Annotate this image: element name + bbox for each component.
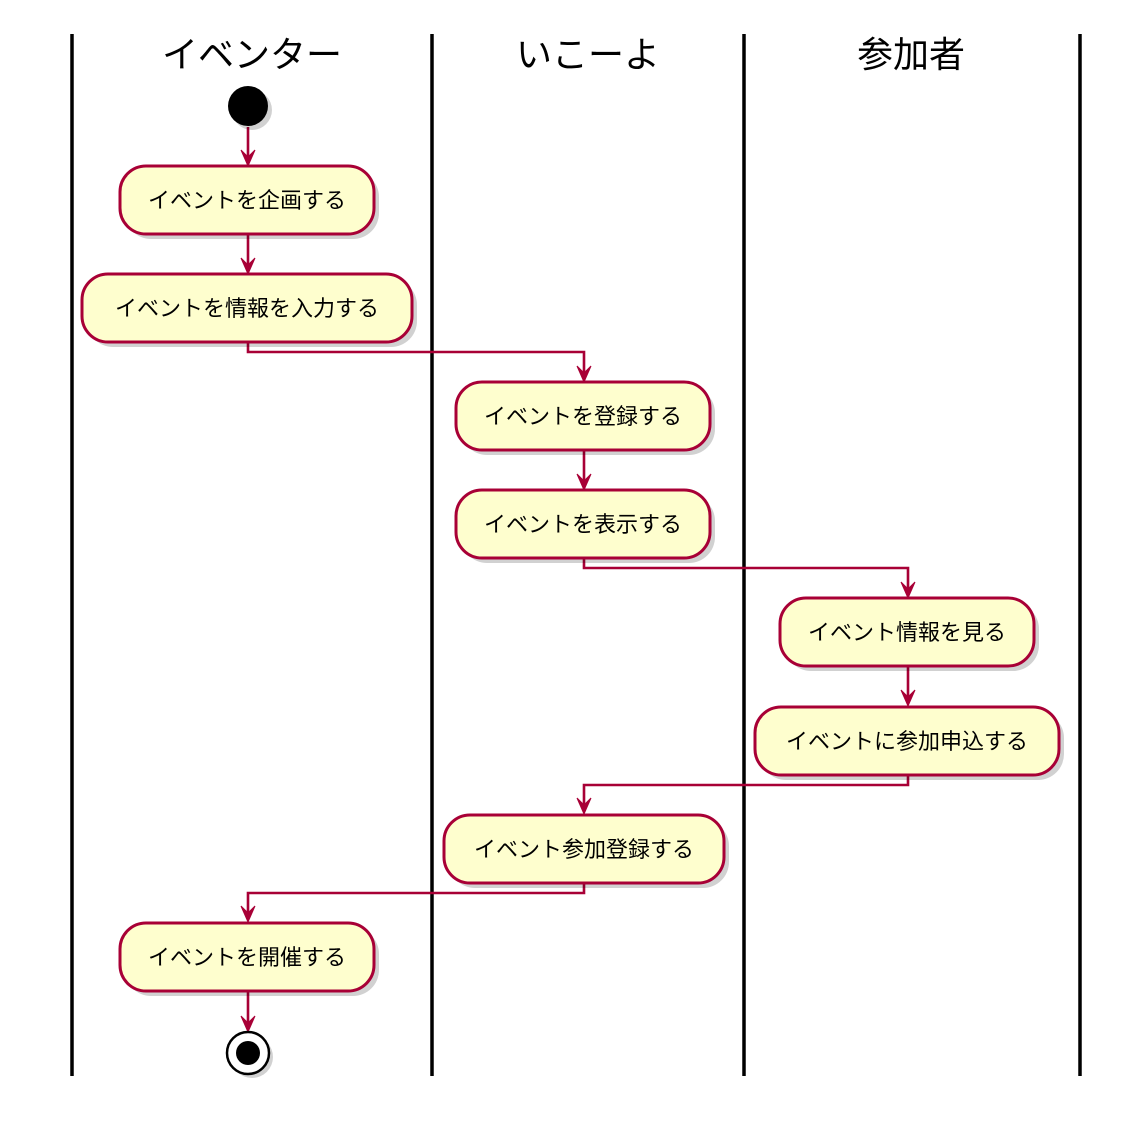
arrowhead [240,1015,256,1034]
activity-label: イベント情報を見る [808,621,1006,646]
activity-label: イベントを表示する [484,513,682,538]
activity-box [118,164,376,236]
arrowhead [240,905,256,924]
activity-label: イベントに参加申込する [786,730,1028,755]
arrowhead [240,257,256,276]
swimlane-separators [70,34,1082,1076]
flow-a2-to-a3 [246,342,586,374]
flow-a6-to-a7 [582,775,910,806]
lane-title-participant: 参加者 [857,35,965,76]
arrowhead [240,149,256,168]
lane-title-ikoyo: いこーよ [516,35,660,76]
lane-title-eventer: イベンター [162,35,342,76]
flow-a4-to-a5 [582,558,910,590]
activity-a6: イベントに参加申込する [753,705,1064,780]
activity-box [778,596,1036,668]
activity-label: イベント参加登録する [474,838,694,863]
start-node [228,86,272,130]
activity-box [454,488,712,560]
swimlane-titles: イベンター いこーよ 参加者 [162,35,965,76]
activity-a7: イベント参加登録する [442,813,729,888]
start-node-circle [228,86,268,126]
activity-box [118,921,376,993]
end-node [225,1030,273,1078]
activity-a2: イベントを情報を入力する [80,272,417,347]
arrowhead [900,581,916,600]
activity-a1: イベントを企画する [118,164,379,239]
activity-label: イベントを企画する [148,189,346,214]
activity-a4: イベントを表示する [454,488,715,563]
arrowhead [576,797,592,816]
activity-box [454,380,712,452]
activity-box [753,705,1061,777]
end-node-dot [236,1041,260,1065]
activity-a8: イベントを開催する [118,921,379,996]
arrowhead [576,365,592,384]
activity-a3: イベントを登録する [454,380,715,455]
activity-box [80,272,414,344]
activity-label: イベントを開催する [148,946,346,971]
arrowhead [576,473,592,492]
flow-a7-to-a8 [246,883,586,914]
activity-box [442,813,726,885]
arrowhead [900,689,916,708]
activity-label: イベントを登録する [484,405,682,430]
activity-a5: イベント情報を見る [778,596,1039,671]
flow-connectors [240,127,916,1034]
activity-label: イベントを情報を入力する [115,297,379,322]
